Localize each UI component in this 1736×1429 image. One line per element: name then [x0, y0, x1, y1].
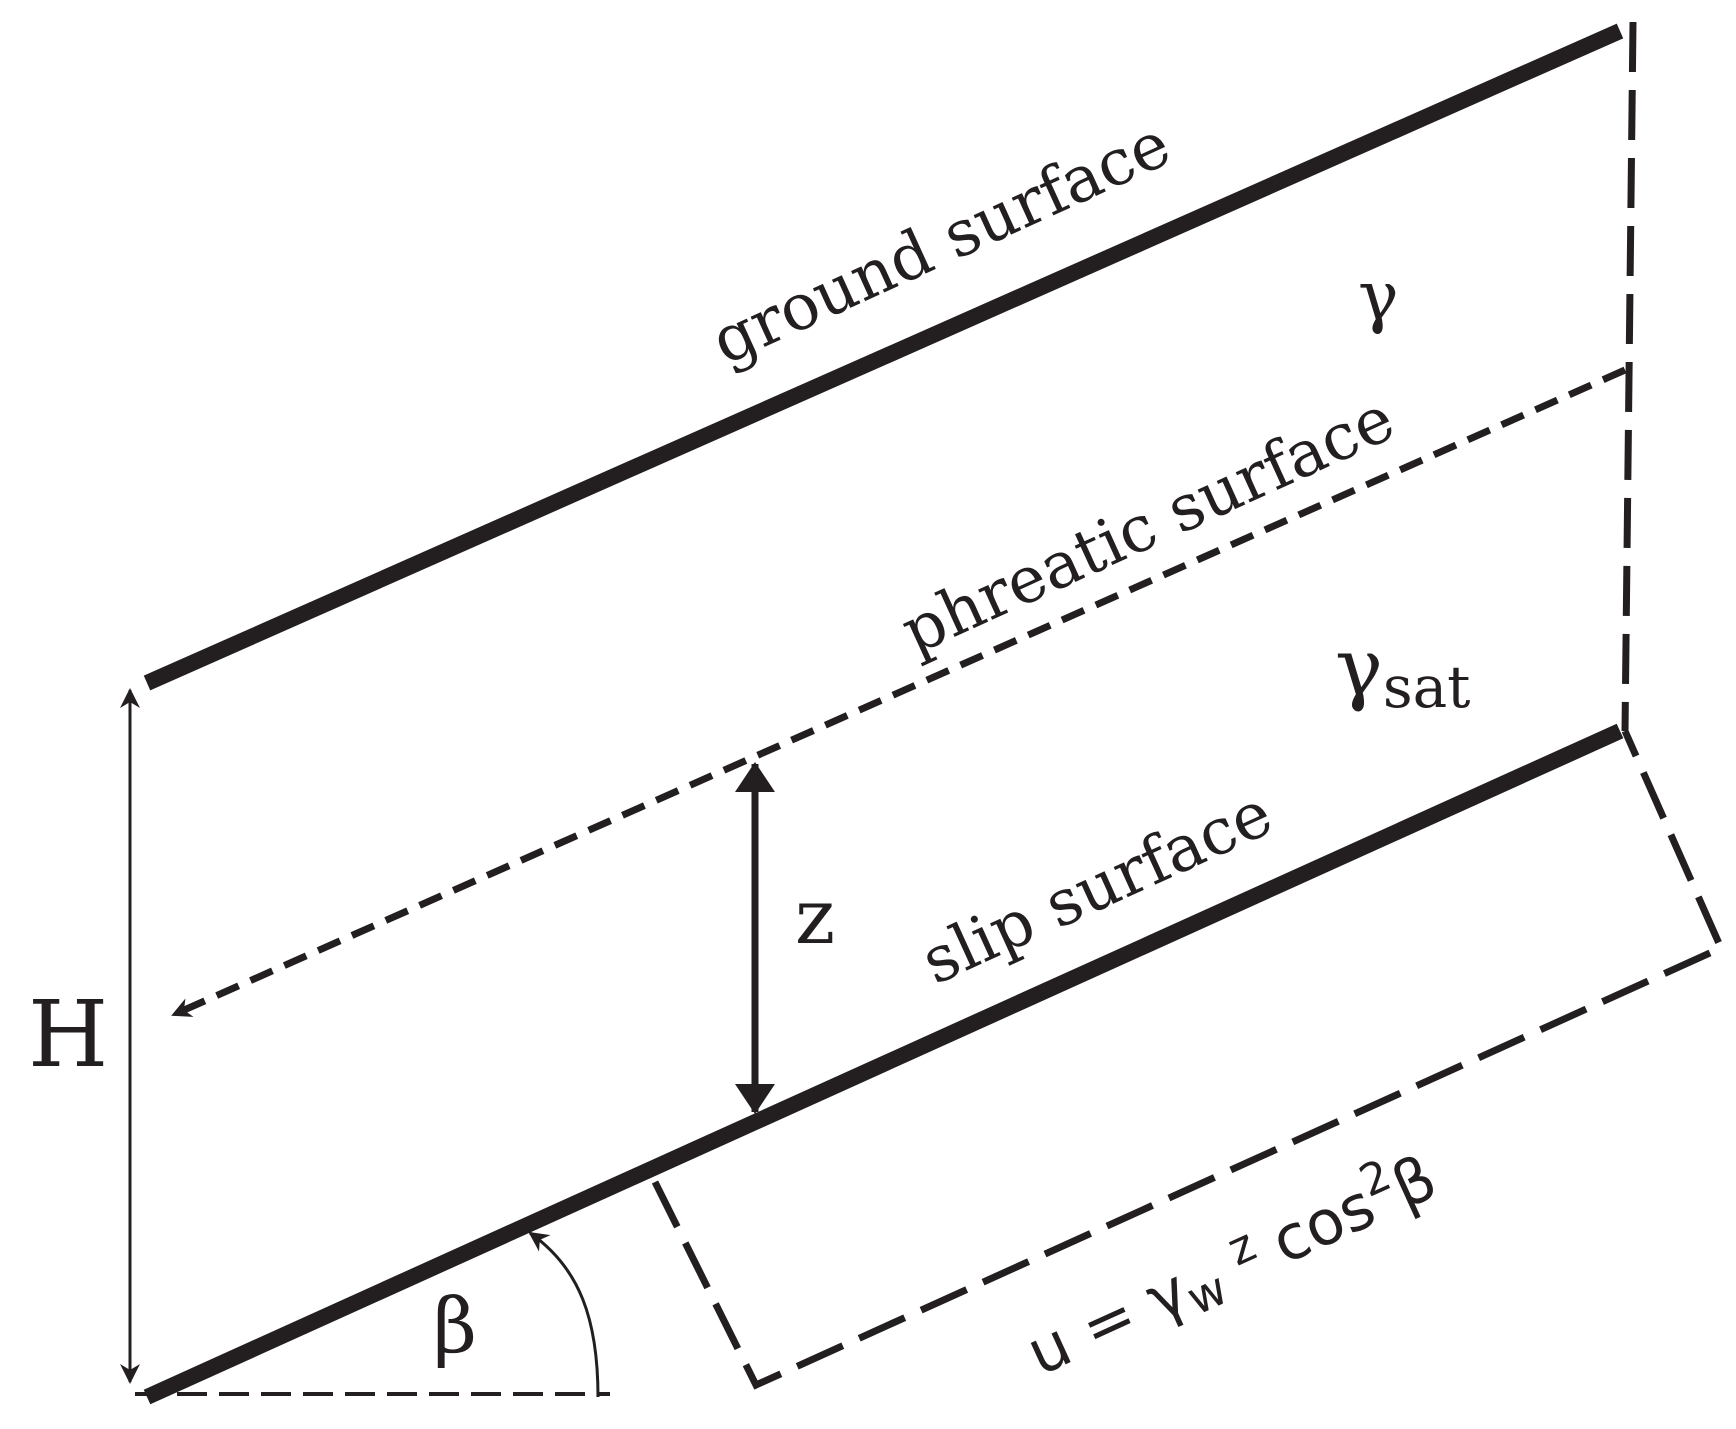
- pore-pressure-equals: =: [1070, 1277, 1148, 1365]
- pore-pressure-u: u: [1016, 1307, 1082, 1390]
- pore-pressure-z: z: [1219, 1217, 1263, 1276]
- saturated-gamma-symbol: γ: [1335, 621, 1383, 714]
- angle-label: β: [433, 1281, 477, 1370]
- pore-pressure-distribution-dashed: [651, 729, 1726, 1390]
- right-boundary-dashed: [1621, 21, 1637, 732]
- ground-surface-line: [143, 23, 1624, 691]
- height-label: H: [28, 981, 108, 1088]
- unit-weight-label: γ: [1358, 258, 1399, 337]
- saturated-subscript: sat: [1383, 653, 1471, 721]
- depth-label: z: [795, 872, 835, 961]
- phreatic-surface-line: [171, 366, 1627, 1019]
- pore-pressure-equation: u = γw z cos2β: [1008, 1124, 1451, 1399]
- phreatic-surface-label: phreatic surface: [891, 382, 1405, 670]
- angle-arc: [528, 1231, 600, 1398]
- saturated-unit-weight-label: γsat: [1335, 621, 1470, 721]
- slip-surface-line: [143, 723, 1624, 1405]
